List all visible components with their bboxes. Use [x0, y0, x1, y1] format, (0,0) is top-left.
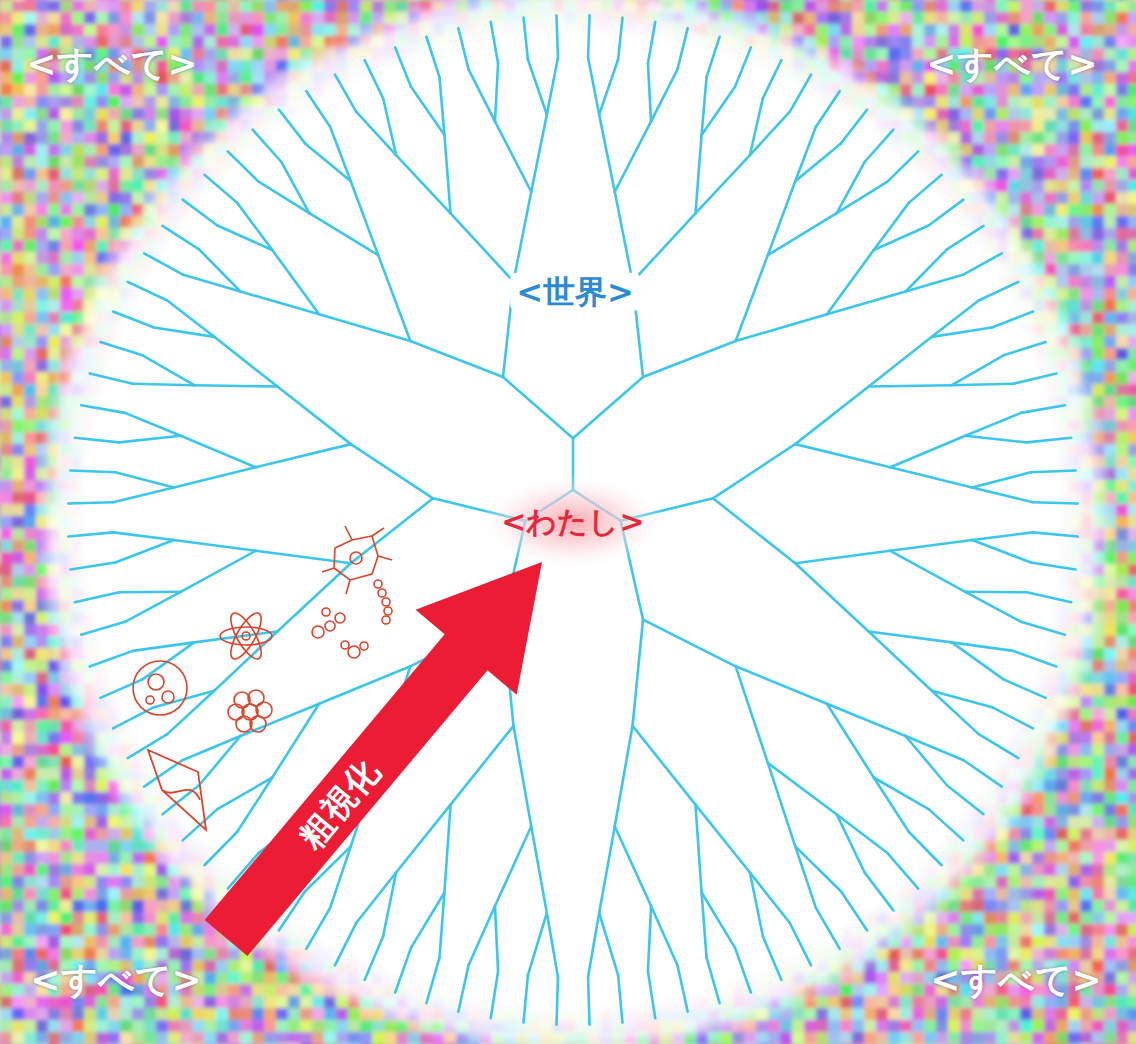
diagram-stage: <すべて><すべて><世界><わたし>粗視化<すべて><すべて>	[0, 0, 1136, 1044]
